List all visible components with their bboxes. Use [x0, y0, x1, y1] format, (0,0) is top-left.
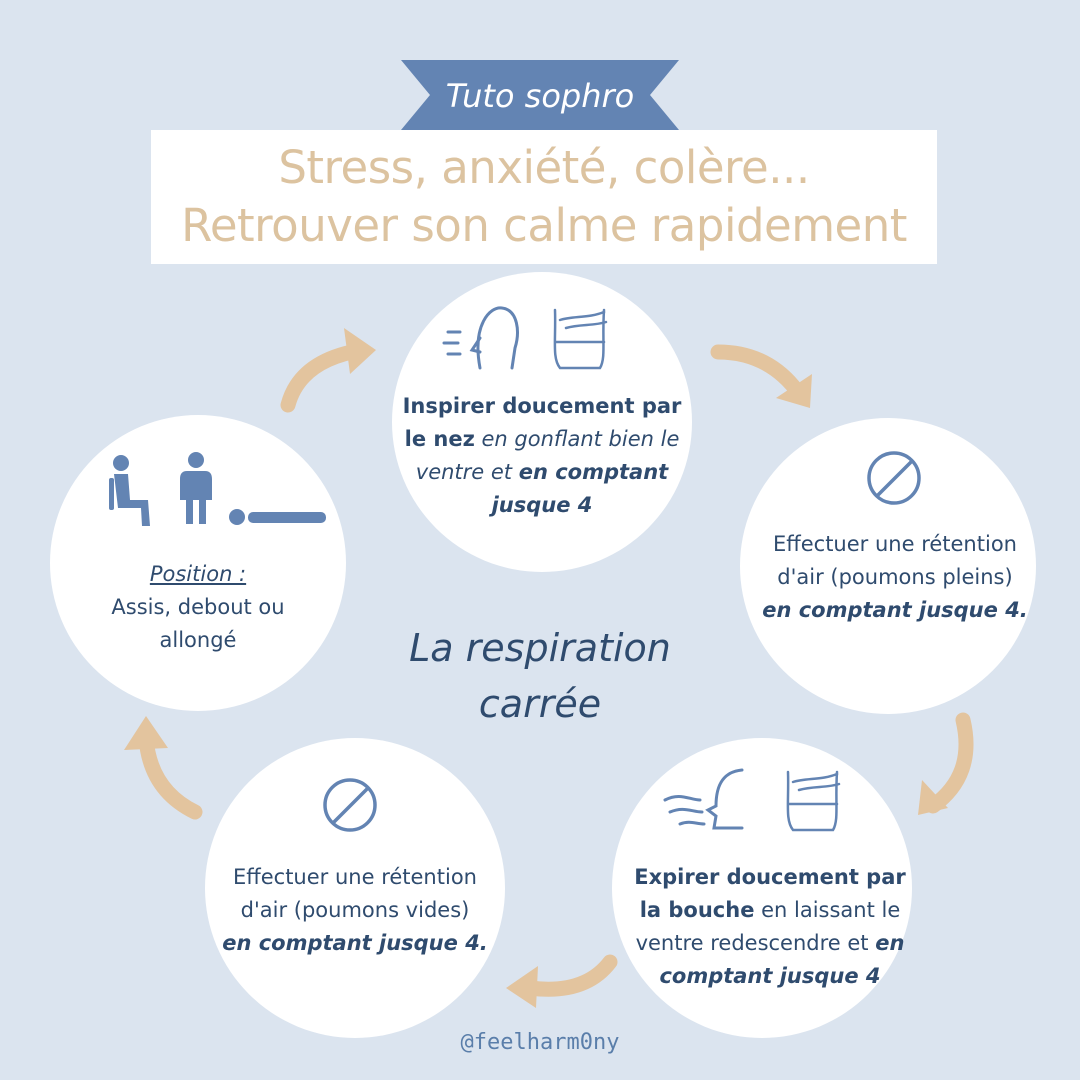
inhale-bold: Inspirer doucement par le nez: [402, 394, 682, 451]
circle-hold-full: [740, 418, 1036, 714]
arrow-hold-empty-to-position: [124, 716, 203, 820]
hold-full-text: Effectuer une rétention d'air (poumons p…: [773, 532, 1017, 589]
step-exhale-text: Expirer doucement par la bouche en laiss…: [626, 861, 914, 993]
hold-full-bold-italic: en comptant jusque 4.: [762, 598, 1028, 622]
prohibited-icon: [867, 451, 921, 505]
center-title: La respiration carrée: [360, 620, 720, 732]
hands-on-belly-icon: [786, 770, 841, 832]
position-text: Assis, debout ou allongé: [111, 595, 285, 652]
social-handle: @feelharm0ny: [460, 1030, 620, 1055]
center-title-line-2: carrée: [478, 682, 602, 726]
inhale-face-icon: [442, 306, 519, 370]
position-label: Position :: [149, 562, 247, 586]
step-position-text: Position : Assis, debout ou allongé: [95, 558, 301, 657]
banner-ribbon: [401, 60, 679, 130]
arrow-exhale-to-hold-empty: [506, 954, 618, 1008]
hold-empty-bold-italic: en comptant jusque 4.: [222, 931, 488, 955]
title-box: Stress, anxiété, colère... Retrouver son…: [151, 130, 937, 264]
banner-label: Tuto sophro: [445, 77, 635, 115]
lying-person-icon: [229, 509, 326, 525]
standing-person-icon: [180, 452, 212, 524]
exhale-bold: Expirer doucement par la bouche: [634, 865, 906, 922]
center-title-line-1: La respiration: [409, 626, 671, 670]
inhale-italic: en gonflant bien le ventre et: [415, 427, 680, 484]
circle-inhale: [392, 272, 692, 572]
hands-on-belly-icon: [553, 308, 608, 370]
step-hold-full-text: Effectuer une rétention d'air (poumons p…: [752, 528, 1038, 627]
exhale-face-icon: [663, 768, 744, 830]
exhale-bold-italic: en comptant jusque 4: [659, 931, 905, 988]
circle-hold-empty: [205, 738, 505, 1038]
step-inhale-text: Inspirer doucement par le nez en gonflan…: [400, 390, 684, 522]
inhale-bold-italic: en comptant jusque 4: [491, 460, 669, 517]
title-line-1: Stress, anxiété, colère...: [278, 141, 810, 194]
arrow-position-to-inhale: [280, 328, 376, 413]
hold-empty-text: Effectuer une rétention d'air (poumons v…: [233, 865, 477, 922]
arrow-inhale-to-hold: [710, 344, 812, 408]
title-line-2: Retrouver son calme rapidement: [181, 199, 907, 252]
arrow-hold-to-exhale: [918, 712, 974, 815]
seated-person-icon: [109, 455, 150, 526]
exhale-text: en laissant le ventre redescendre et: [635, 898, 901, 955]
step-hold-empty-text: Effectuer une rétention d'air (poumons v…: [210, 861, 500, 960]
prohibited-icon: [323, 778, 377, 832]
